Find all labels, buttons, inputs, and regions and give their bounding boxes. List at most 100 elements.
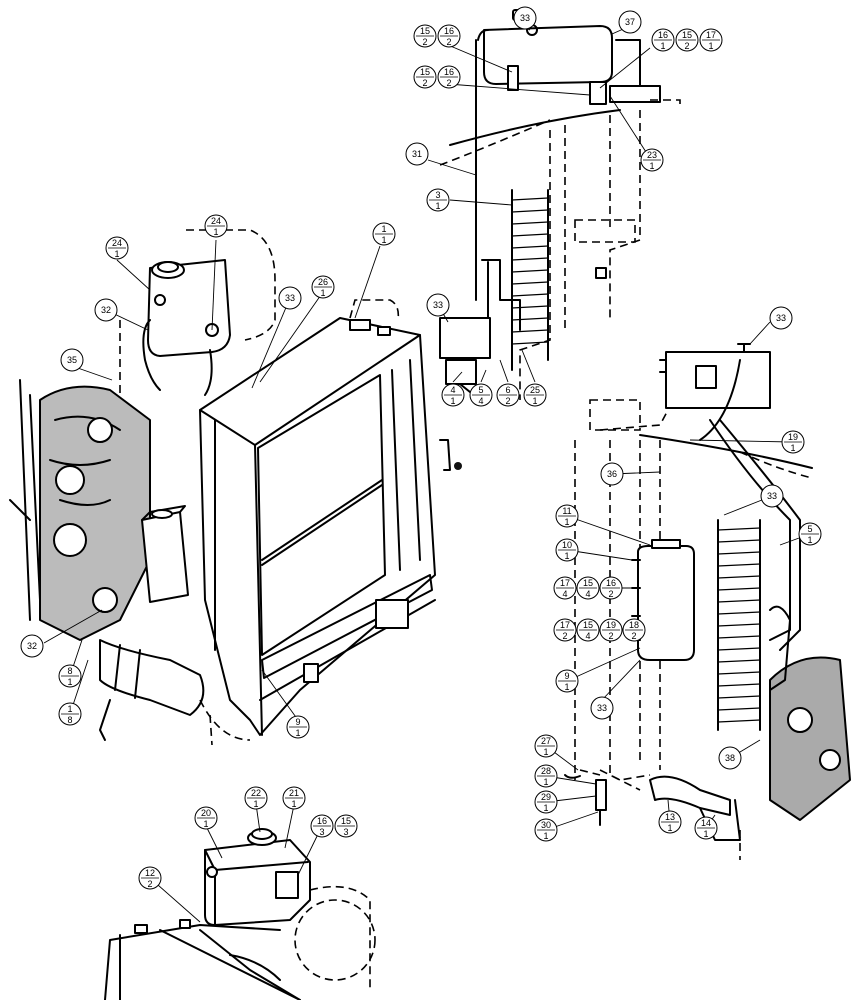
balloon-item-number: 16	[444, 26, 454, 36]
balloon-circle	[94, 298, 118, 322]
callout-balloon-bot-16-3: 163	[310, 814, 334, 838]
balloon-quantity: 1	[295, 728, 300, 738]
callout-balloons: 3315216237161152171152162231313133415462…	[20, 6, 822, 890]
callout-balloon-left-24-1-a: 241	[105, 236, 129, 260]
callout-balloon-top-15-2-a: 152	[413, 24, 437, 48]
balloon-item-number: 1	[381, 224, 386, 234]
balloon-quantity: 2	[422, 37, 427, 47]
balloon-quantity: 1	[450, 396, 455, 406]
balloon-quantity: 1	[807, 535, 812, 545]
balloon-item-number: 15	[420, 26, 430, 36]
callout-balloon-right-38: 38	[718, 746, 742, 770]
balloon-quantity: 1	[114, 249, 119, 259]
balloon-item-number: 4	[450, 385, 455, 395]
balloon-quantity: 2	[562, 631, 567, 641]
balloon-quantity: 3	[319, 827, 324, 837]
balloon-quantity: 1	[543, 747, 548, 757]
balloon-item-number: 16	[606, 578, 616, 588]
callout-balloon-top-33-b: 33	[426, 293, 450, 317]
balloon-circle	[513, 6, 537, 30]
balloon-item-number: 14	[701, 818, 711, 828]
balloon-quantity: 1	[564, 682, 569, 692]
callout-balloon-top-23-1: 231	[640, 148, 664, 172]
callout-balloon-left-35: 35	[60, 348, 84, 372]
balloon-item-number: 3	[435, 190, 440, 200]
callout-balloon-right-33-b: 33	[760, 484, 784, 508]
balloon-item-number: 17	[706, 30, 716, 40]
balloon-quantity: 3	[343, 827, 348, 837]
callout-balloon-bot-22-1: 221	[244, 786, 268, 810]
balloon-quantity: 2	[631, 631, 636, 641]
balloon-item-number: 16	[317, 816, 327, 826]
callout-balloon-top-5-4: 54	[469, 383, 493, 407]
callout-balloon-left-24-1-b: 241	[204, 214, 228, 238]
balloon-item-number: 9	[564, 671, 569, 681]
balloon-quantity: 4	[478, 396, 483, 406]
balloon-item-number: 13	[665, 812, 675, 822]
balloon-quantity: 1	[213, 227, 218, 237]
balloon-item-number: 35	[67, 355, 77, 365]
balloon-quantity: 2	[446, 37, 451, 47]
balloon-item-number: 33	[776, 313, 786, 323]
callout-balloon-top-25-1: 251	[523, 383, 547, 407]
callout-balloon-right-15-4-b: 154	[576, 618, 600, 642]
callout-balloon-right-30-1: 301	[534, 818, 558, 842]
callout-balloon-right-14-1: 141	[694, 816, 718, 840]
balloon-item-number: 33	[520, 13, 530, 23]
balloon-circle	[769, 306, 793, 330]
callout-balloon-left-8-1: 81	[58, 664, 82, 688]
right-view	[564, 343, 851, 860]
balloon-quantity: 1	[203, 819, 208, 829]
balloon-quantity: 2	[608, 631, 613, 641]
balloon-quantity: 1	[67, 677, 72, 687]
balloon-item-number: 23	[647, 150, 657, 160]
balloon-circle	[760, 484, 784, 508]
balloon-item-number: 1	[67, 704, 72, 714]
callout-balloon-right-15-4: 154	[576, 576, 600, 600]
balloon-item-number: 29	[541, 792, 551, 802]
balloon-circle	[20, 634, 44, 658]
balloon-item-number: 6	[505, 385, 510, 395]
balloon-quantity: 1	[667, 823, 672, 833]
callout-balloon-top-16-1: 161	[651, 28, 675, 52]
balloon-quantity: 2	[505, 396, 510, 406]
right-grille	[717, 519, 761, 731]
balloon-item-number: 15	[341, 816, 351, 826]
balloon-circle	[60, 348, 84, 372]
balloon-item-number: 30	[541, 820, 551, 830]
balloon-item-number: 15	[682, 30, 692, 40]
callout-balloon-right-33-a: 33	[769, 306, 793, 330]
balloon-item-number: 18	[629, 620, 639, 630]
balloon-item-number: 17	[560, 578, 570, 588]
balloon-item-number: 8	[67, 666, 72, 676]
callout-balloon-right-10-1: 101	[555, 538, 579, 562]
callout-balloon-bot-12-2: 122	[138, 866, 162, 890]
balloon-quantity: 1	[532, 396, 537, 406]
callout-balloon-top-31: 31	[405, 142, 429, 166]
callout-balloon-top-33: 33	[513, 6, 537, 30]
top-view	[439, 9, 681, 400]
balloon-item-number: 33	[285, 293, 295, 303]
balloon-item-number: 24	[112, 238, 122, 248]
balloon-item-number: 19	[788, 432, 798, 442]
callout-balloon-right-33-c: 33	[590, 696, 614, 720]
balloon-quantity: 1	[703, 829, 708, 839]
balloon-circle	[590, 696, 614, 720]
callout-balloon-top-16-2-a: 162	[437, 24, 461, 48]
callout-balloon-left-1-8: 18	[58, 702, 82, 726]
callout-balloon-right-36: 36	[600, 462, 624, 486]
callout-balloon-left-26-1: 261	[311, 275, 335, 299]
balloon-item-number: 38	[725, 753, 735, 763]
callout-balloon-right-11-1: 111	[555, 504, 579, 528]
balloon-item-number: 19	[606, 620, 616, 630]
balloon-item-number: 16	[658, 30, 668, 40]
balloon-item-number: 10	[562, 540, 572, 550]
balloon-quantity: 2	[422, 78, 427, 88]
top-grille	[511, 189, 549, 371]
callout-balloon-right-27-1: 271	[534, 734, 558, 758]
balloon-item-number: 21	[289, 788, 299, 798]
balloon-quantity: 4	[562, 589, 567, 599]
balloon-quantity: 8	[67, 715, 72, 725]
balloon-item-number: 32	[101, 305, 111, 315]
balloon-item-number: 36	[607, 469, 617, 479]
